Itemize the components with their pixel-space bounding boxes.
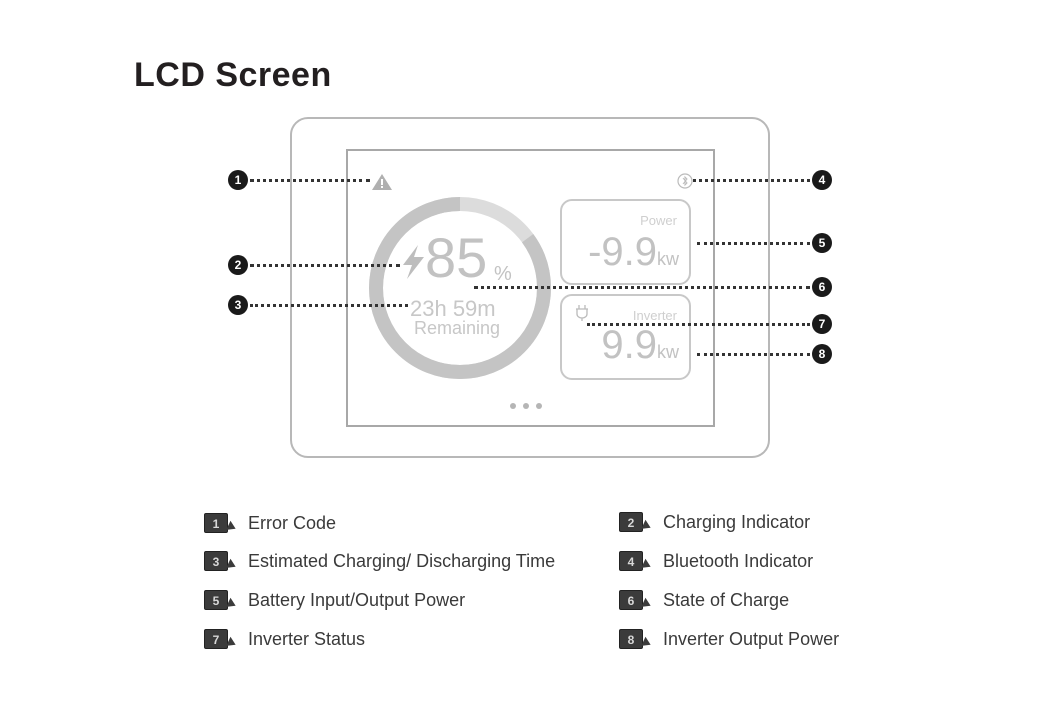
plug-icon [576,305,588,321]
page-dot [523,403,529,409]
legend-item: 1 Error Code [204,504,555,542]
page-title: LCD Screen [134,56,332,94]
legend-badge: 2 [619,512,643,532]
legend-label: Charging Indicator [663,511,811,532]
lightning-bolt-icon [403,245,424,279]
leader-8 [697,353,810,356]
legend-badge: 8 [619,629,643,649]
callout-5: 5 [812,233,832,253]
power-label: Power [640,213,677,228]
page-dot [536,403,542,409]
leader-7 [587,323,810,326]
leader-4 [693,179,810,182]
state-of-charge-value: 85 [425,226,488,289]
callout-7: 7 [812,314,832,334]
callout-6: 6 [812,277,832,297]
power-value: -9.9 [588,230,657,274]
callout-4: 4 [812,170,832,190]
callout-1: 1 [228,170,248,190]
inverter-label: Inverter [632,308,677,323]
legend-item: 2 Charging Indicator [619,502,839,542]
legend-item: 4 Bluetooth Indicator [619,542,839,580]
legend-item: 7 Inverter Status [204,620,555,658]
time-remaining: 23h 59m [410,296,496,321]
legend-label: State of Charge [663,589,790,610]
leader-6 [474,286,810,289]
legend-item: 6 State of Charge [619,580,839,620]
legend-badge: 3 [204,551,228,571]
inverter-value: 9.9 [601,323,657,367]
inverter-card: Inverter 9.9kw [560,294,691,380]
leader-1 [250,179,370,182]
legend-badge: 5 [204,590,228,610]
legend-badge: 4 [619,551,643,571]
remaining-label: Remaining [414,318,501,338]
legend-label: Inverter Status [248,628,366,649]
legend-right: 2 Charging Indicator 4 Bluetooth Indicator… [619,502,839,658]
power-unit: kw [657,249,679,269]
warning-icon [372,174,392,190]
leader-3 [250,304,408,307]
legend-label: Estimated Charging/ Discharging Time [248,550,556,571]
callout-3: 3 [228,295,248,315]
percent-sign: % [494,263,512,285]
inverter-unit: kw [657,342,679,362]
legend-item: 3 Estimated Charging/ Discharging Time [204,542,555,580]
legend-badge: 7 [204,629,228,649]
callout-2: 2 [228,255,248,275]
page-indicator [510,396,549,414]
legend-badge: 1 [204,513,228,533]
legend-badge: 6 [619,590,643,610]
legend-left: 1 Error Code 3 Estimated Charging/ Dischar… [204,504,555,658]
bluetooth-icon [677,173,693,189]
leader-5 [697,242,810,245]
legend-item: 5 Battery Input/Output Power [204,580,555,620]
legend-label: Bluetooth Indicator [663,550,814,571]
legend-label: Battery Input/Output Power [248,589,466,610]
leader-2 [250,264,400,267]
legend-label: Error Code [248,512,337,533]
power-card: Power -9.9kw [560,199,691,285]
page-dot [510,403,516,409]
legend-label: Inverter Output Power [663,628,840,649]
callout-8: 8 [812,344,832,364]
legend-item: 8 Inverter Output Power [619,620,839,658]
